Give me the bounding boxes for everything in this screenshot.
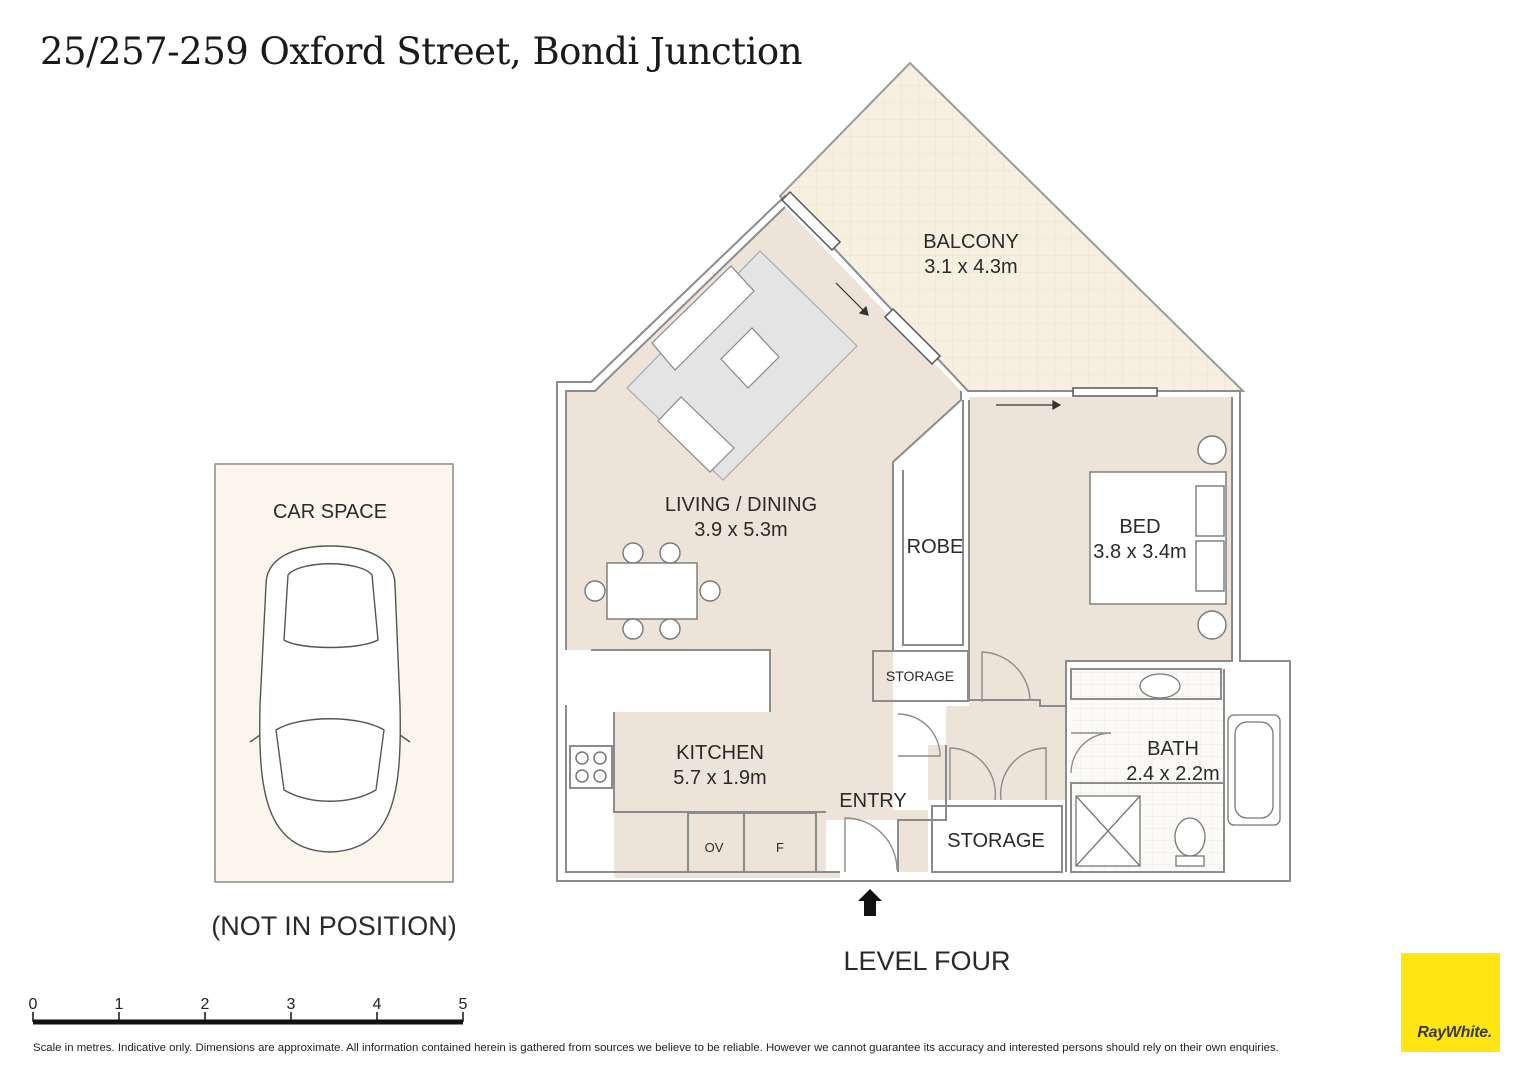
hall-door xyxy=(981,651,1031,702)
storage-door-left xyxy=(949,747,997,801)
kitchen-floor xyxy=(614,712,826,812)
cooktop-icon xyxy=(575,751,607,783)
entry-arrow-icon xyxy=(858,889,882,916)
hall-floor xyxy=(590,650,1066,878)
bath-label: BATH 2.4 x 2.2m xyxy=(1126,737,1219,787)
bath-door xyxy=(1070,732,1112,774)
robe-label: ROBE xyxy=(906,536,964,558)
oven-label: OV xyxy=(704,840,724,855)
fridge-label: F xyxy=(776,840,784,855)
storage-small-label: STORAGE xyxy=(885,668,955,684)
kitchen-label: KITCHEN 5.7 x 1.9m xyxy=(673,741,766,791)
balcony-dims: 3.1 x 4.3m xyxy=(924,256,1018,278)
living-furniture-icon xyxy=(626,250,858,481)
car-space-label: CAR SPACE xyxy=(272,501,388,523)
bath-name: BATH xyxy=(1147,738,1199,760)
living-label: LIVING / DINING 3.9 x 5.3m xyxy=(665,493,817,543)
living-name: LIVING / DINING xyxy=(664,494,818,516)
bed-icon xyxy=(1089,435,1227,640)
car-note: (NOT IN POSITION) xyxy=(211,911,457,941)
bath-dims: 2.4 x 2.2m xyxy=(1126,763,1220,785)
entry-door xyxy=(844,817,898,872)
disclaimer: Scale in metres. Indicative only. Dimens… xyxy=(33,1042,1279,1054)
kitchen-dims: 5.7 x 1.9m xyxy=(673,767,767,789)
scale-tick-1: 1 xyxy=(114,996,124,1013)
balcony-name: BALCONY xyxy=(923,231,1019,253)
car-icon xyxy=(249,545,411,853)
scale-tick-5: 5 xyxy=(458,996,468,1013)
scale-tick-3: 3 xyxy=(286,996,296,1013)
bed-name: BED xyxy=(1119,516,1161,538)
bath-fixtures-icon xyxy=(1075,673,1281,867)
level-label: LEVEL FOUR xyxy=(843,946,1011,976)
balcony-label: BALCONY 3.1 x 4.3m xyxy=(923,230,1019,280)
scale-tick-4: 4 xyxy=(372,996,382,1013)
robe-storage-door xyxy=(897,713,941,757)
raywhite-logo: RayWhite. xyxy=(1401,953,1500,1052)
bed-dims: 3.8 x 3.4m xyxy=(1093,541,1187,563)
logo-text: RayWhite. xyxy=(1417,1024,1492,1041)
kitchen-name: KITCHEN xyxy=(676,742,764,764)
dining-table-icon xyxy=(584,542,721,640)
entry-label: ENTRY xyxy=(839,790,907,812)
living-dims: 3.9 x 5.3m xyxy=(694,519,788,541)
scale-tick-0: 0 xyxy=(28,996,38,1013)
scale-tick-2: 2 xyxy=(200,996,210,1013)
storage-door-right xyxy=(999,747,1047,801)
page-title: 25/257-259 Oxford Street, Bondi Junction xyxy=(40,30,803,73)
bed-label: BED 3.8 x 3.4m xyxy=(1093,515,1186,565)
storage-label: STORAGE xyxy=(947,830,1045,852)
scale-bar xyxy=(32,1012,464,1025)
